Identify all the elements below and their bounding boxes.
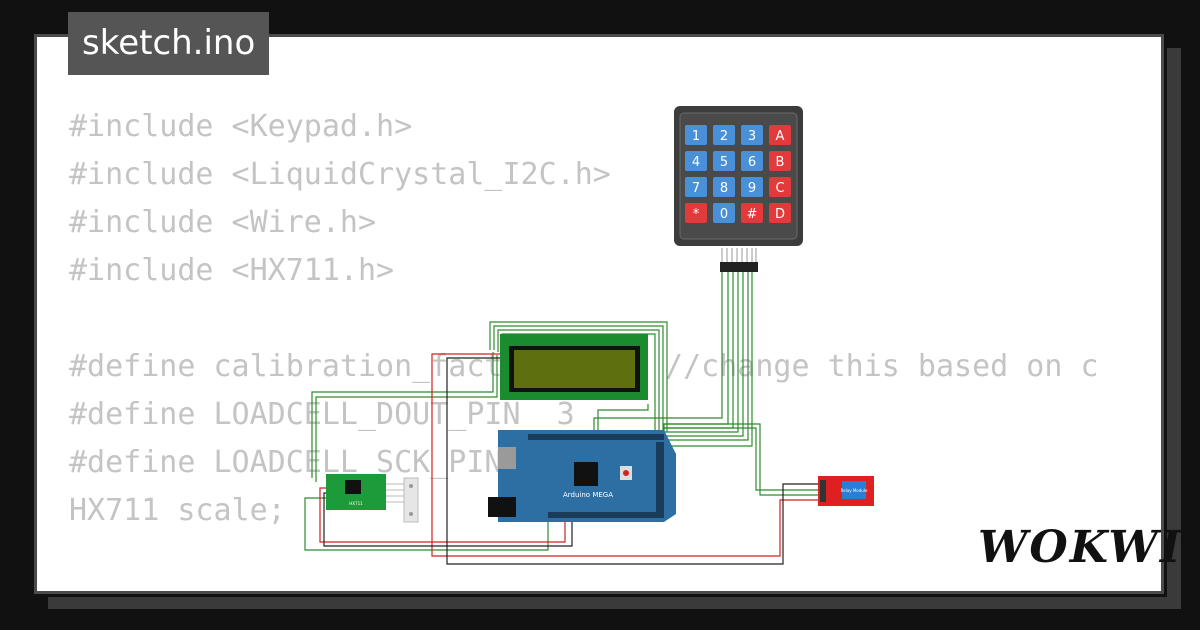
svg-text:D: D: [775, 207, 785, 222]
svg-text:2: 2: [720, 129, 728, 144]
relay-component: Relay Module: [818, 476, 874, 506]
keypad-key: 3: [741, 125, 763, 145]
keypad-key: *: [685, 203, 707, 223]
keypad-key: 9: [741, 177, 763, 197]
keypad-key: 6: [741, 151, 763, 171]
keypad-key: B: [769, 151, 791, 171]
keypad-key: 4: [685, 151, 707, 171]
wokwi-logo: WOKWI: [978, 522, 1183, 573]
svg-text:7: 7: [692, 181, 700, 196]
code-line: #include <HX711.h>: [69, 253, 395, 288]
black-wires: [323, 357, 818, 565]
keypad-key: 1: [685, 125, 707, 145]
svg-text:9: 9: [748, 181, 756, 196]
keypad-key: D: [769, 203, 791, 223]
svg-text:C: C: [775, 181, 784, 196]
red-wires: [319, 353, 818, 557]
svg-text:3: 3: [748, 129, 756, 144]
relay-label: Relay Module: [841, 488, 868, 493]
keypad-key: 5: [713, 151, 735, 171]
svg-text:5: 5: [720, 155, 728, 170]
hx711-component: HX711: [326, 474, 404, 510]
hx711-label: HX711: [349, 501, 363, 506]
arduino-label: Arduino MEGA: [563, 491, 613, 499]
sketch-filename-tab: sketch.ino: [68, 12, 270, 75]
keypad-key: 0: [713, 203, 735, 223]
svg-text:4: 4: [692, 155, 700, 170]
svg-text:8: 8: [720, 181, 728, 196]
svg-text:B: B: [776, 155, 785, 170]
keypad-key: C: [769, 177, 791, 197]
svg-text:A: A: [776, 129, 785, 144]
code-line: #include <Wire.h>: [69, 205, 377, 240]
svg-text:#: #: [747, 207, 758, 222]
keypad-key: 7: [685, 177, 707, 197]
lcd-component: [500, 334, 648, 400]
load-cell-component: [403, 477, 419, 523]
code-line: #include <LiquidCrystal_I2C.h>: [69, 157, 611, 192]
keypad-key: A: [769, 125, 791, 145]
keypad-component: 1 2 3 A 4 5 6 B 7 8 9 C * 0 # D: [674, 106, 803, 272]
svg-text:6: 6: [748, 155, 756, 170]
keypad-key: 8: [713, 177, 735, 197]
arduino-mega-component: Arduino MEGA: [488, 430, 676, 522]
code-line: LiquidCrystal_I2C lcd(0x27, 16, 2);: [69, 589, 701, 591]
card-shadow-bottom: [48, 597, 1181, 609]
svg-text:*: *: [693, 207, 700, 222]
card-shadow-right: [1167, 48, 1181, 608]
keypad-key: #: [741, 203, 763, 223]
code-line: #include <Keypad.h>: [69, 109, 413, 144]
svg-text:1: 1: [692, 129, 700, 144]
code-line: HX711 scale;: [69, 493, 286, 528]
code-line: #define LOADCELL_DOUT_PIN 3: [69, 397, 575, 432]
keypad-key: 2: [713, 125, 735, 145]
svg-text:0: 0: [720, 207, 728, 222]
